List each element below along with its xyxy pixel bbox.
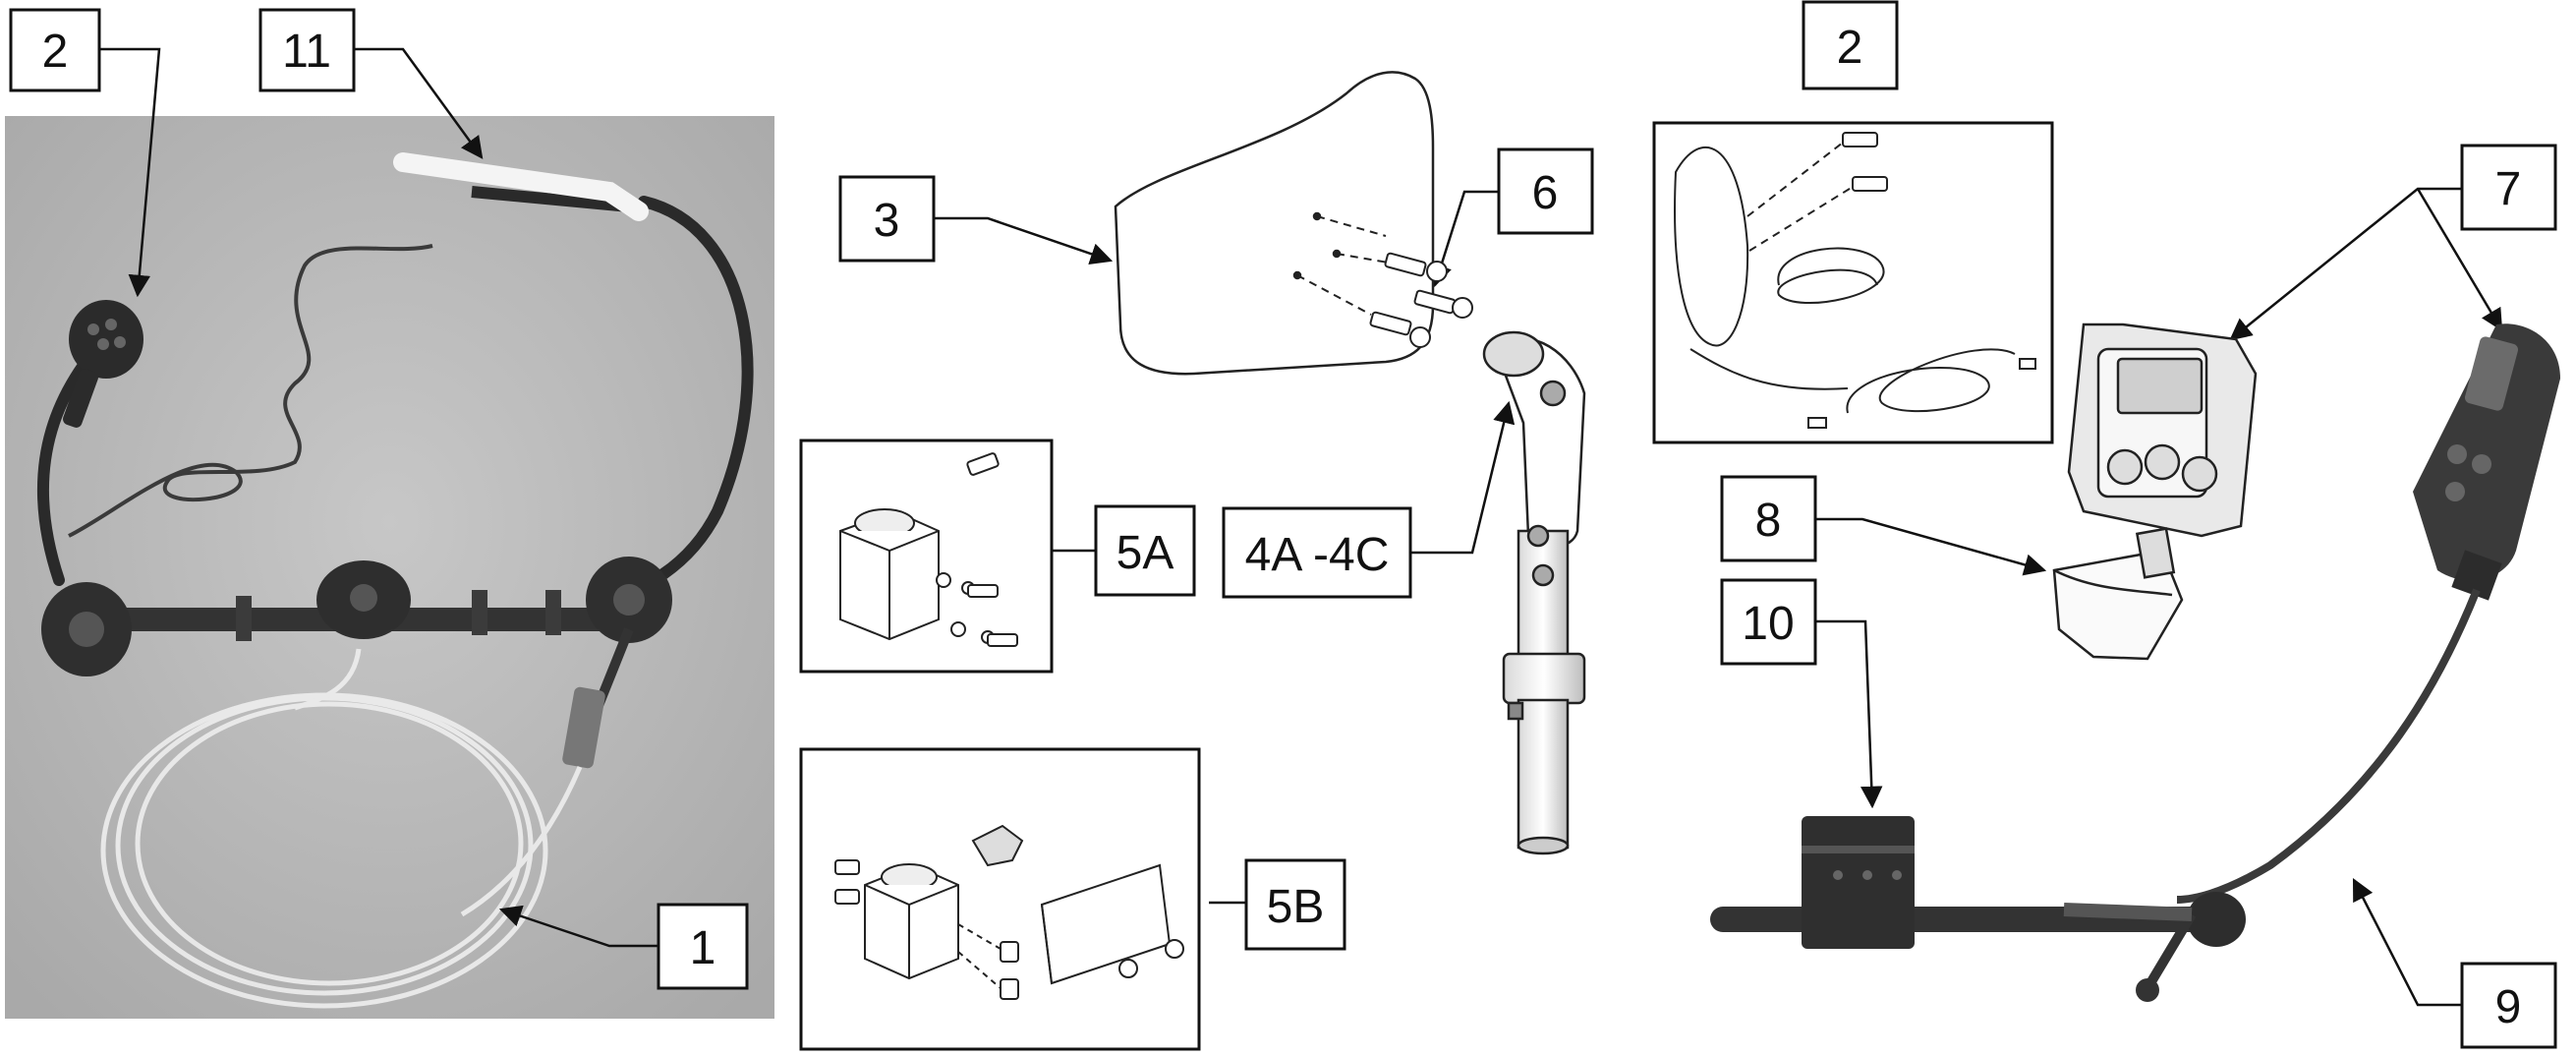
svg-text:7: 7 xyxy=(2495,163,2522,215)
svg-text:1: 1 xyxy=(690,922,716,974)
callout-headrest-screws: 6 xyxy=(1497,147,1594,235)
callout-photo-headset: 2 xyxy=(9,8,101,92)
tube-connector xyxy=(562,686,605,769)
svg-text:2: 2 xyxy=(42,26,69,78)
svg-text:8: 8 xyxy=(1755,495,1782,547)
callout-mount-bar: 10 xyxy=(1720,578,1817,666)
svg-text:3: 3 xyxy=(874,195,900,247)
svg-text:11: 11 xyxy=(282,26,331,78)
callout-photo-sip-tube: 11 xyxy=(258,8,356,92)
clamp-a-box xyxy=(799,439,1054,674)
switch-mount-box xyxy=(1652,121,2054,444)
svg-text:6: 6 xyxy=(1532,167,1559,219)
headrest-screws xyxy=(1296,215,1473,348)
callout-display-units: 7 xyxy=(2460,144,2557,231)
display-unit-large xyxy=(2413,323,2560,601)
callout-clamp-b: 5B xyxy=(1244,858,1346,951)
earphone-cord xyxy=(68,244,433,538)
callout-photo-tubing: 1 xyxy=(657,903,749,990)
callout-headrest-pad: 3 xyxy=(838,175,936,263)
clear-tubing xyxy=(100,648,583,1009)
svg-text:4A -4C: 4A -4C xyxy=(1245,529,1390,581)
svg-text:5B: 5B xyxy=(1267,881,1325,933)
svg-text:9: 9 xyxy=(2495,981,2522,1033)
speaker-pod xyxy=(63,300,143,428)
headrest-post xyxy=(1482,330,1586,855)
bar-assembly xyxy=(41,557,672,676)
svg-text:10: 10 xyxy=(1742,598,1794,650)
headrest-pad xyxy=(1114,71,1435,376)
callout-switch-mount: 2 xyxy=(1802,0,1899,90)
sip-tube xyxy=(393,152,649,221)
svg-text:2: 2 xyxy=(1837,22,1863,74)
display-unit-small xyxy=(2067,323,2258,538)
product-photo xyxy=(5,116,774,1019)
callout-display-clip: 8 xyxy=(1720,475,1817,562)
display-clip xyxy=(2052,527,2184,661)
callout-clamp-a: 5A xyxy=(1094,504,1196,597)
flex-arm xyxy=(2176,588,2481,904)
callout-mount-arm: 9 xyxy=(2460,962,2557,1049)
clamp-b-box xyxy=(799,747,1201,1051)
svg-text:5A: 5A xyxy=(1116,527,1174,579)
mount-bar xyxy=(1710,816,2246,1002)
callout-headrest-post: 4A -4C xyxy=(1222,506,1412,599)
